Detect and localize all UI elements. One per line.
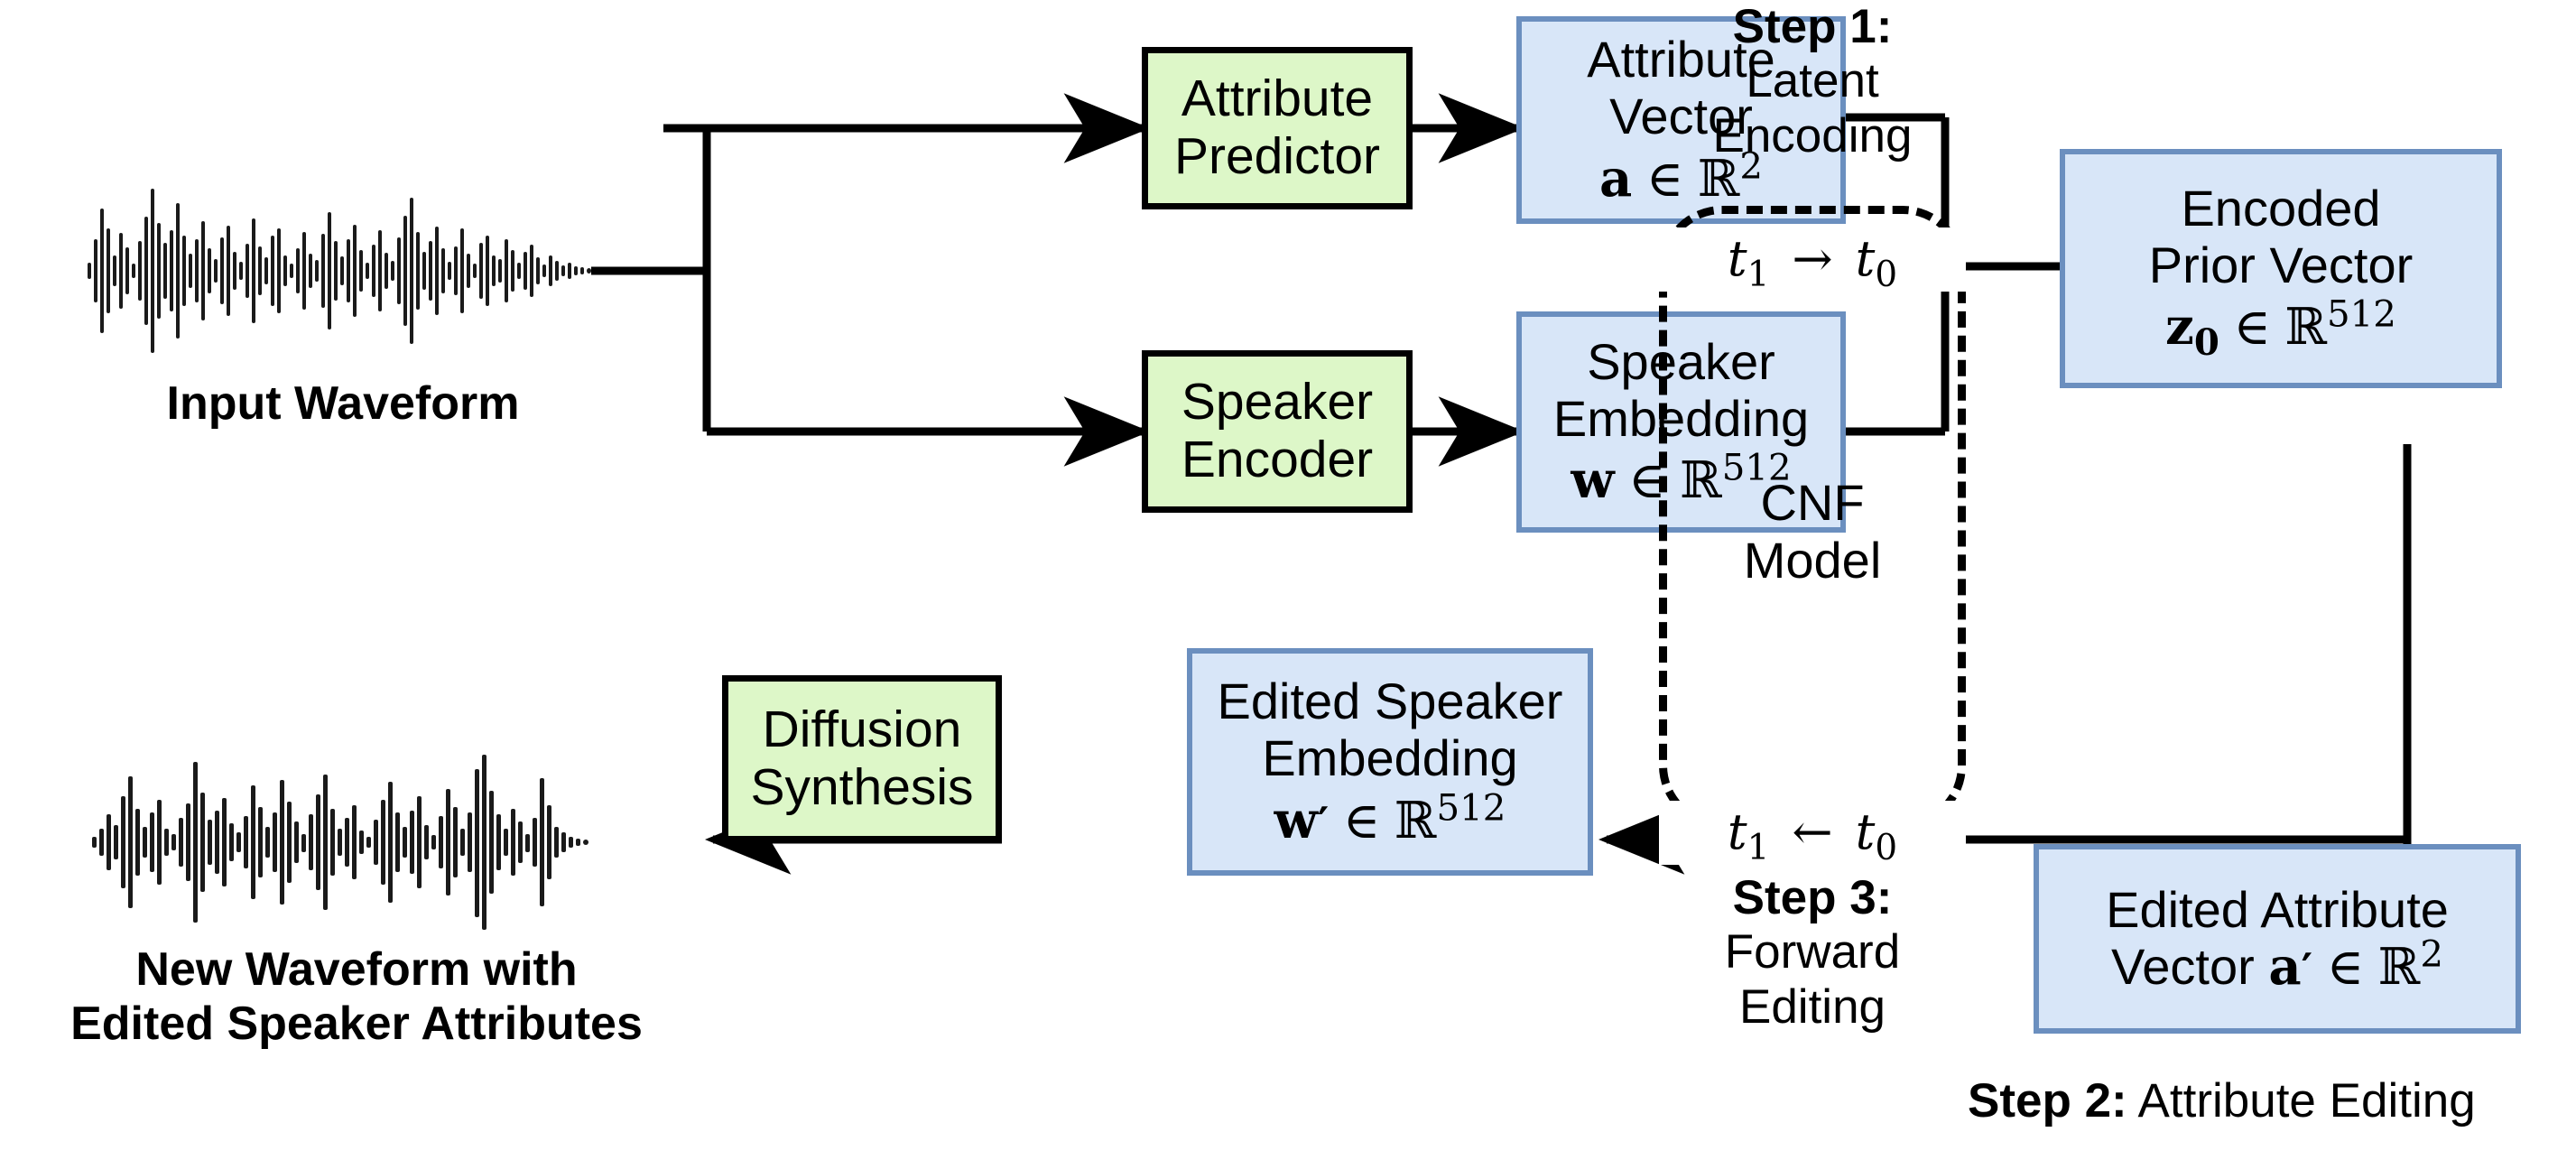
flow-forward-from: t (1727, 230, 1747, 287)
step3-line1: Forward (1724, 925, 1901, 979)
step3-title: Step 3: (1732, 871, 1893, 924)
step1-label: Step 1: Latent Encoding (1650, 0, 1975, 163)
encoded-prior-vector-math: z0 ∈ ℝ512 (2149, 296, 2414, 361)
attribute-predictor-line1: Attribute (1181, 70, 1374, 128)
speaker-embedding-line2: Embedding (1552, 389, 1810, 447)
diffusion-synthesis-line1: Diffusion (762, 700, 962, 758)
edited-speaker-embedding-line2: Embedding (1262, 729, 1518, 787)
step3-line2: Editing (1738, 979, 1886, 1034)
attribute-vector-line2: Vector (1609, 88, 1753, 145)
speaker-embedding-dim: 512 (1721, 446, 1792, 489)
edited-speaker-embedding-line1: Edited Speaker (1217, 673, 1563, 730)
attribute-vector-member: ∈ (1645, 149, 1684, 209)
edited-attribute-vector-line1: Edited Attribute (2106, 880, 2449, 938)
cnf-model-line1: CNF (1760, 474, 1865, 531)
flow-reverse-from-sub: 1 (1747, 827, 1770, 868)
flow-forward-to: t (1855, 230, 1876, 287)
edited-attribute-vector-space: ℝ (2377, 937, 2421, 997)
encoded-prior-vector-line2: Prior Vector (2148, 236, 2414, 293)
edited-speaker-embedding-dim: 512 (1436, 786, 1506, 830)
encoded-prior-vector-space: ℝ (2284, 298, 2328, 357)
step1-line1: Latent (1746, 54, 1879, 108)
encoded-prior-vector-dim: 512 (2327, 292, 2396, 336)
cnf-reverse-flow-label: t1 ← t0 (1659, 801, 1966, 868)
cnf-model-label: CNF Model (1659, 474, 1966, 589)
edited-speaker-embedding-symbol: w (1274, 790, 1318, 850)
edited-attribute-vector-symbol: a (2268, 936, 2302, 997)
output-waveform-graphic (92, 755, 588, 930)
encoded-prior-vector-member: ∈ (2233, 298, 2271, 357)
speaker-embedding-box[interactable]: Speaker Embedding w ∈ ℝ512 (1516, 311, 1846, 533)
edited-attribute-vector-dim: 2 (2420, 932, 2443, 975)
edited-attribute-vector-prime: ′ (2301, 943, 2313, 995)
attribute-vector-symbol: a (1598, 148, 1633, 209)
diffusion-synthesis-line2: Synthesis (750, 757, 974, 816)
attribute-vector-line1: Attribute (1587, 31, 1775, 88)
flow-reverse-arrow-icon: ← (1792, 803, 1833, 860)
flow-forward-from-sub: 1 (1747, 254, 1770, 295)
edited-attribute-vector-box[interactable]: Edited Attribute Vector a′ ∈ ℝ2 (2034, 844, 2521, 1034)
encoded-prior-vector-line1: Encoded (2181, 179, 2381, 237)
speaker-embedding-space: ℝ (1680, 451, 1722, 511)
flow-forward-arrow-icon: → (1792, 230, 1833, 287)
attribute-vector-box[interactable]: Attribute Vector a ∈ ℝ2 (1516, 16, 1846, 224)
edited-speaker-embedding-box[interactable]: Edited Speaker Embedding w′ ∈ ℝ512 (1187, 648, 1593, 876)
flow-forward-to-sub: 0 (1875, 254, 1898, 295)
flow-reverse-to: t (1855, 803, 1876, 860)
step2-title: Step 2: (1968, 1074, 2127, 1128)
speaker-embedding-line1: Speaker (1587, 332, 1775, 390)
encoded-prior-vector-symbol-sub: 0 (2193, 320, 2219, 365)
encoded-prior-vector-box[interactable]: Encoded Prior Vector z0 ∈ ℝ512 (2060, 149, 2502, 388)
input-waveform-caption: Input Waveform (166, 377, 520, 430)
edited-speaker-embedding-member: ∈ (1342, 791, 1381, 850)
edited-attribute-vector-member: ∈ (2326, 937, 2365, 997)
edited-speaker-embedding-prime: ′ (1317, 797, 1330, 849)
edited-attribute-vector-line2-prefix: Vector (2111, 937, 2255, 995)
diffusion-synthesis-box[interactable]: Diffusion Synthesis (722, 675, 1002, 842)
speaker-encoder-line2: Encoder (1181, 431, 1374, 488)
speaker-encoder-line1: Speaker (1181, 373, 1374, 432)
input-waveform-graphic (88, 189, 591, 353)
edited-speaker-embedding-math: w′ ∈ ℝ512 (1218, 790, 1563, 850)
attribute-predictor-box[interactable]: Attribute Predictor (1142, 47, 1413, 209)
output-waveform-caption-line2: Edited Speaker Attributes (70, 998, 643, 1050)
attribute-vector-dim: 2 (1739, 144, 1764, 188)
step1-title: Step 1: (1732, 0, 1893, 53)
speaker-embedding-symbol: w (1571, 450, 1615, 511)
flow-reverse-to-sub: 0 (1875, 827, 1898, 868)
attribute-vector-space: ℝ (1697, 149, 1740, 209)
attribute-predictor-line2: Predictor (1173, 127, 1381, 185)
speaker-embedding-math: w ∈ ℝ512 (1553, 450, 1809, 511)
cnf-forward-flow-label: t1 → t0 (1659, 227, 1966, 292)
flow-reverse-from: t (1727, 803, 1747, 860)
cnf-model-line2: Model (1743, 531, 1882, 589)
edited-attribute-vector-line2: Vector a′ ∈ ℝ2 (2106, 935, 2449, 997)
edited-speaker-embedding-space: ℝ (1394, 791, 1437, 850)
attribute-vector-math: a ∈ ℝ2 (1587, 148, 1775, 209)
step1-line2: Encoding (1712, 108, 1913, 162)
step2-label: Step 2: Attribute Editing (1968, 1074, 2576, 1128)
step2-text: Attribute Editing (2137, 1074, 2476, 1128)
speaker-encoder-box[interactable]: Speaker Encoder (1142, 350, 1413, 513)
output-waveform-caption-line1: New Waveform with (135, 943, 578, 996)
step3-label: Step 3: Forward Editing (1650, 871, 1975, 1035)
encoded-prior-vector-symbol: z (2165, 297, 2194, 357)
